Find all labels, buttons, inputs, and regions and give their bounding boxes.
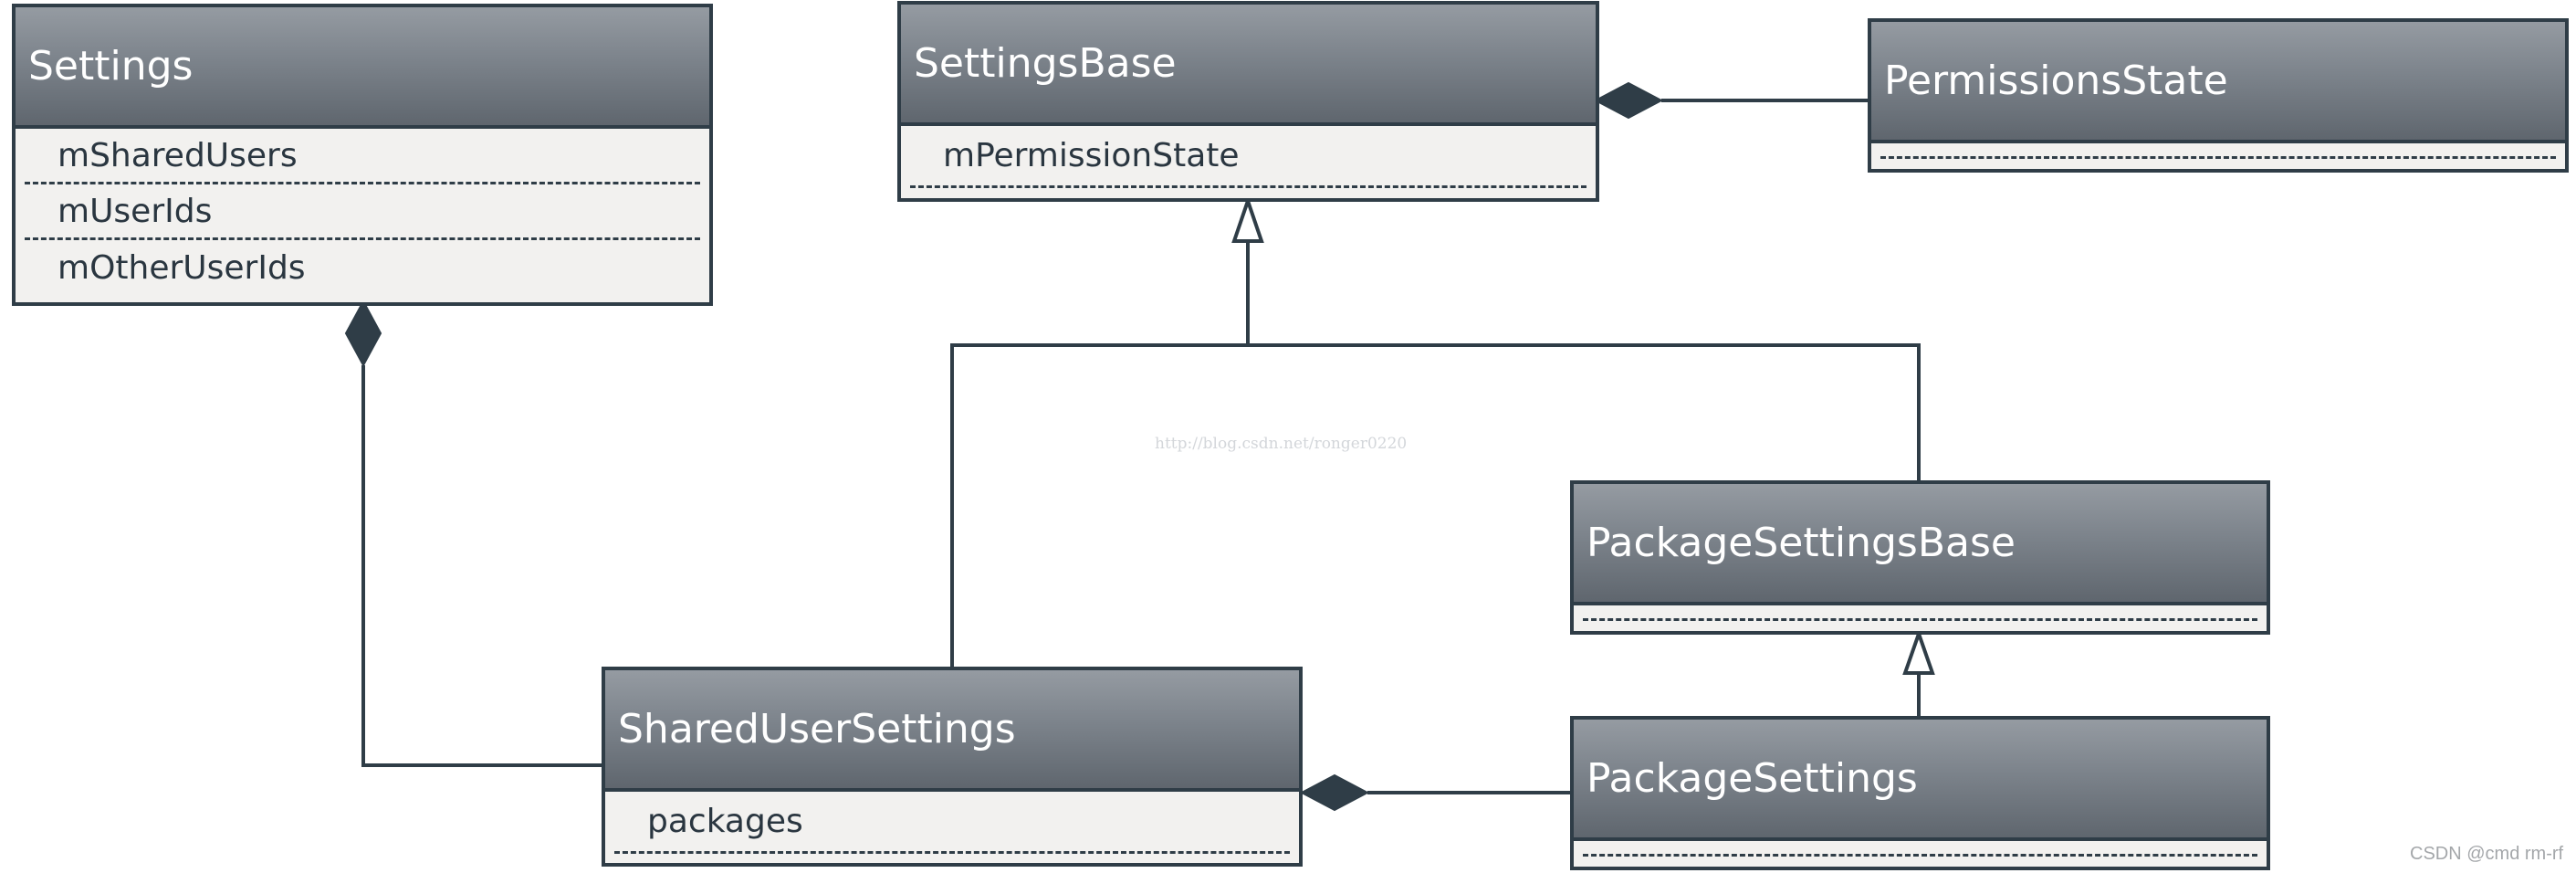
class-header: PackageSettings [1574, 720, 2267, 841]
composition-line-settings-shareduser [361, 365, 603, 767]
class-settings[interactable]: Settings mSharedUsers mUserIds mOtherUse… [12, 4, 713, 306]
class-attributes: mPermissionState [901, 126, 1596, 188]
class-name: PermissionsState [1884, 58, 2228, 104]
class-header: Settings [16, 7, 709, 129]
composition-diamond-settings [344, 299, 382, 368]
class-attributes: mSharedUsers mUserIds mOtherUserIds [16, 129, 709, 296]
class-packagesettingsbase[interactable]: PackageSettingsBase [1570, 480, 2270, 635]
class-name: SharedUserSettings [618, 706, 1016, 752]
inheritance-triangle-settingsbase [1231, 195, 1264, 243]
attribute: mSharedUsers [25, 129, 700, 184]
attribute: mOtherUserIds [58, 249, 306, 287]
class-header: PermissionsState [1871, 22, 2565, 143]
inheritance-triangle-packagesettingsbase [1902, 627, 1935, 675]
class-attributes-empty [1871, 143, 2565, 169]
class-packagesettings[interactable]: PackageSettings [1570, 716, 2270, 870]
composition-diamond-settingsbase [1593, 81, 1664, 120]
class-attributes: packages [605, 792, 1299, 854]
class-settingsbase[interactable]: SettingsBase mPermissionState [897, 1, 1599, 202]
class-permissionsstate[interactable]: PermissionsState [1868, 18, 2569, 173]
attribute: mPermissionState [910, 126, 1586, 188]
class-shareduser-settings[interactable]: SharedUserSettings packages [602, 667, 1303, 867]
class-attributes-empty [1574, 841, 2267, 867]
inheritance-line-packagesettingsbase [1248, 343, 1921, 481]
class-name: Settings [28, 43, 194, 89]
watermark-url: http://blog.csdn.net/ronger0220 [1155, 435, 1408, 453]
credit-label: CSDN @cmd rm-rf [2410, 844, 2564, 864]
class-attributes-empty [1574, 605, 2267, 631]
class-header: SettingsBase [901, 5, 1596, 126]
composition-diamond-shareduser [1299, 773, 1370, 812]
class-name: PackageSettingsBase [1586, 520, 2016, 566]
class-header: PackageSettingsBase [1574, 484, 2267, 605]
class-name: PackageSettings [1586, 755, 1918, 802]
inheritance-line-shareduser [950, 343, 1248, 668]
class-header: SharedUserSettings [605, 670, 1299, 792]
attribute: packages [614, 792, 1290, 854]
class-name: SettingsBase [914, 40, 1177, 87]
attribute: mUserIds [25, 184, 700, 240]
